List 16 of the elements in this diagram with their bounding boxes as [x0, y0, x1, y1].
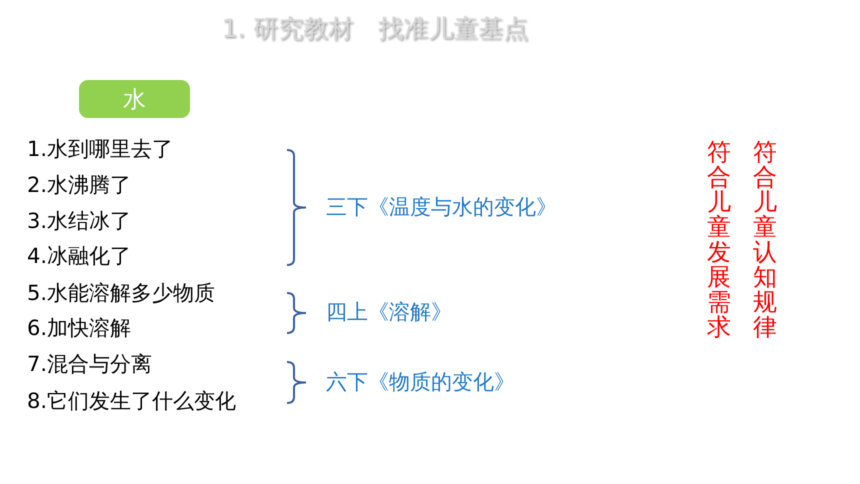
lesson-title: 6.加快溶解 [27, 316, 132, 342]
topic-box [79, 80, 190, 118]
unit-title: 六下《物质的变化》 [326, 370, 515, 396]
lesson-title: 5.水能溶解多少物质 [27, 281, 216, 306]
lesson-title: 2.水沸腾了 [27, 173, 132, 198]
vertical-note: 符合儿童认知规律 [752, 140, 778, 340]
topic-title: 水 [123, 86, 146, 114]
lesson-title: 7.混合与分离 [27, 352, 152, 378]
lesson-title: 8.它们发生了什么变化 [27, 389, 236, 414]
vertical-note: 符合儿童发展需求 [706, 140, 732, 340]
lesson-title: 4.冰融化了 [27, 244, 132, 270]
lesson-title: 3.水结冰了 [27, 209, 132, 234]
lesson-title: 1.水到哪里去了 [27, 137, 174, 162]
unit-title: 三下《温度与水的变化》 [326, 195, 557, 220]
unit-title: 四上《溶解》 [326, 300, 452, 326]
slide-title: 1. 研究教材 找准儿童基点 [220, 14, 530, 44]
